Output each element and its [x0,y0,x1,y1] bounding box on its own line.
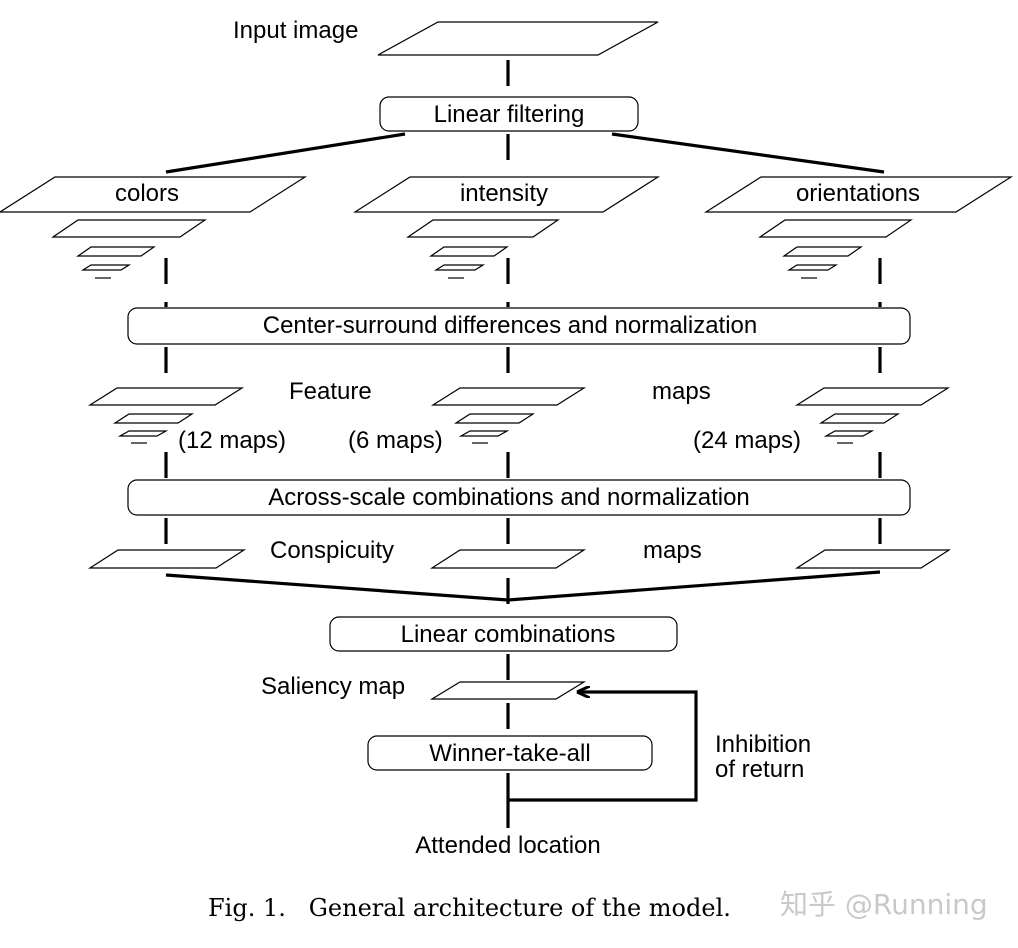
colors-pyramid [0,176,308,279]
map-count-colors: (12 maps) [178,427,286,454]
conspicuity-map-colors [87,549,247,569]
feature-maps-label: maps [652,378,711,405]
winner-take-all-box [367,735,653,771]
linear-combinations-label: Linear combinations [401,621,616,648]
channel-label-intensity: intensity [460,180,548,207]
across-scale-label: Across-scale combinations and normalizat… [268,484,750,511]
linear-filtering-label: Linear filtering [434,101,585,128]
saliency-map-plane [429,681,587,700]
feature-maps-intensity [430,387,587,444]
linear-filtering-box [379,96,639,132]
branch-line-colors [165,132,406,174]
conspicuity-label: Conspicuity [270,537,394,564]
across-scale-box [127,479,911,516]
feature-maps-colors [87,387,245,444]
linear-combinations-box [329,616,678,652]
channel-label-colors: colors [115,180,179,207]
intensity-pyramid [352,176,661,279]
watermark: 知乎 @Running [780,888,988,921]
merge-line-orientations [507,570,881,602]
map-count-intensity: (6 maps) [348,427,443,454]
branch-line-orientations [611,132,885,174]
map-count-orientations: (24 maps) [693,427,801,454]
figure-caption: Fig. 1. General architecture of the mode… [208,894,731,922]
orientations-pyramid [703,176,1014,279]
attended-location-label: Attended location [415,832,600,859]
feature-label: Feature [289,378,372,405]
conspicuity-map-intensity [429,549,587,569]
conspicuity-map-orientations [794,549,952,569]
inhibition-of-return-arrow [508,692,698,802]
channel-label-orientations: orientations [796,180,920,207]
center-surround-label: Center-surround differences and normaliz… [263,312,758,339]
saliency-map-label: Saliency map [261,673,405,700]
inhibition-label-line2: of return [715,756,804,783]
inhibition-label-line1: Inhibition [715,731,811,758]
input-image-plane [377,21,659,56]
conspicuity-maps-label: maps [643,537,702,564]
winner-take-all-label: Winner-take-all [429,740,590,767]
merge-line-colors [165,573,509,602]
center-surround-box [127,307,911,345]
input-image-label: Input image [233,17,358,44]
feature-maps-orientations [794,387,951,444]
